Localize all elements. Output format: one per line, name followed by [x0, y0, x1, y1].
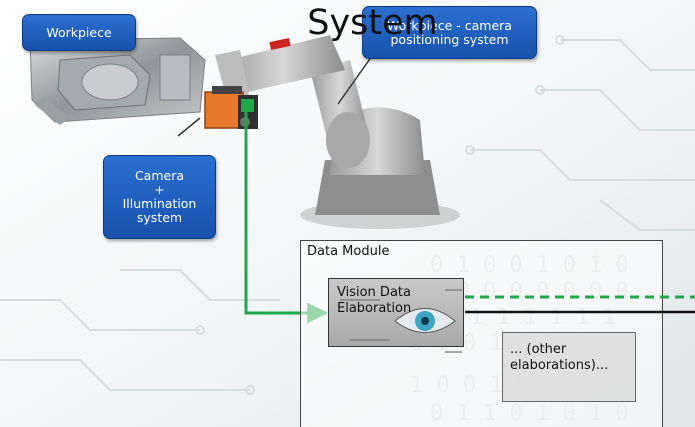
data-flow-arrow — [244, 110, 329, 324]
positioning-system-label-text: Workpiece - camera positioning system — [387, 17, 512, 47]
positioning-connector — [337, 55, 373, 105]
workpiece-label: Workpiece — [22, 14, 136, 51]
other-elaborations-label: ... (other elaborations)... — [510, 342, 609, 373]
vision-elaboration-label: Vision Data Elaboration — [337, 285, 412, 316]
workpiece-label-text: Workpiece — [46, 24, 112, 40]
camera-illumination-label: Camera + Illumination system — [103, 155, 216, 239]
data-module-title: Data Module — [307, 244, 390, 259]
workpiece-illustration — [29, 37, 206, 125]
positioning-system-label: Workpiece - camera positioning system — [362, 6, 537, 59]
diagram-title: System — [307, 3, 438, 43]
other-elaborations-box — [502, 332, 636, 402]
robot-arm-illustration — [215, 35, 460, 229]
camera-illumination-label-text: Camera + Illumination system — [122, 168, 197, 225]
camera-connector — [177, 117, 201, 137]
